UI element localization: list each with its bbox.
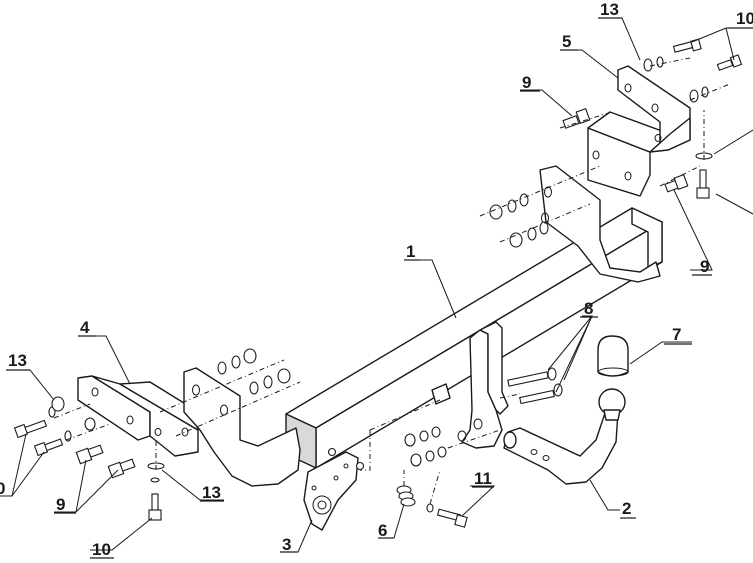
callout-13-bottom: 13 <box>202 483 221 502</box>
callout-13-left: 13 <box>8 351 27 370</box>
callout-11: 11 <box>474 469 492 488</box>
callout-6: 6 <box>378 521 387 540</box>
assembly-centerlines <box>53 57 731 505</box>
socket-plate <box>303 447 365 531</box>
fastener-hardware <box>13 38 743 528</box>
callout-9-right: 9 <box>700 257 709 276</box>
callout-7: 7 <box>672 325 681 344</box>
callout-10-top: 10 <box>736 9 753 28</box>
main-crossbar <box>183 165 663 487</box>
callout-9-left: 9 <box>56 495 65 514</box>
tow-ball-cover <box>597 335 629 377</box>
left-mounting-bracket <box>77 375 199 457</box>
callout-9-top: 9 <box>522 73 531 92</box>
callout-10-left: 0 <box>0 479 5 498</box>
spring-icon <box>396 485 416 507</box>
right-mounting-bracket <box>587 65 691 197</box>
callout-4: 4 <box>80 318 90 337</box>
callout-1: 1 <box>406 242 415 261</box>
callout-13-top: 13 <box>600 0 619 19</box>
bolt-icon <box>672 38 743 71</box>
callout-3: 3 <box>282 535 291 554</box>
tow-ball-neck <box>503 388 626 485</box>
callout-5: 5 <box>562 32 571 51</box>
callout-8: 8 <box>584 299 593 318</box>
callout-2: 2 <box>622 499 631 518</box>
callout-10-bottom: 10 <box>92 540 111 559</box>
